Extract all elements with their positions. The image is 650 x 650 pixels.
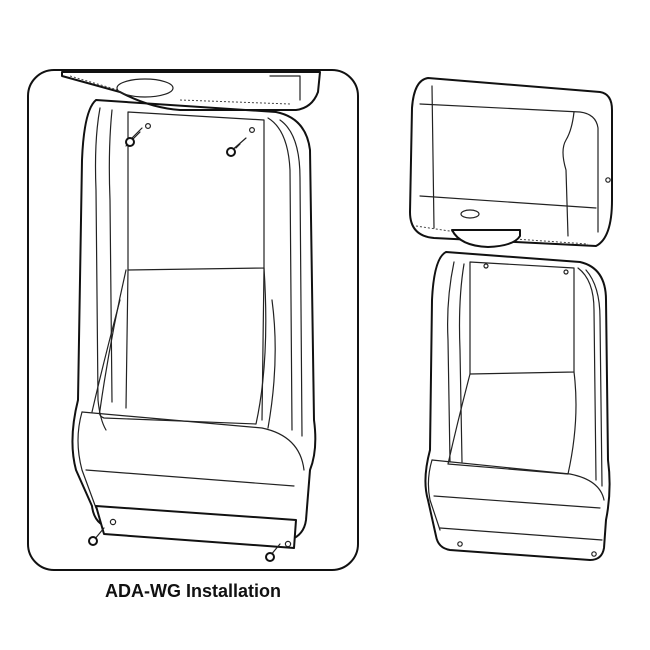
dryer-bottom-partial (61, 71, 321, 111)
assembled-unit (409, 77, 613, 561)
figure-caption: ADA-WG Installation (105, 581, 281, 601)
hand-dryer (409, 77, 613, 248)
screw-icon (125, 127, 143, 147)
screw-icon (265, 543, 281, 562)
detail-inset (27, 69, 359, 571)
detail-frame (27, 69, 359, 571)
wall-guard-detail (71, 99, 317, 549)
screw-icon (88, 527, 105, 546)
screw-icon (226, 137, 247, 157)
wall-guard (424, 251, 611, 561)
